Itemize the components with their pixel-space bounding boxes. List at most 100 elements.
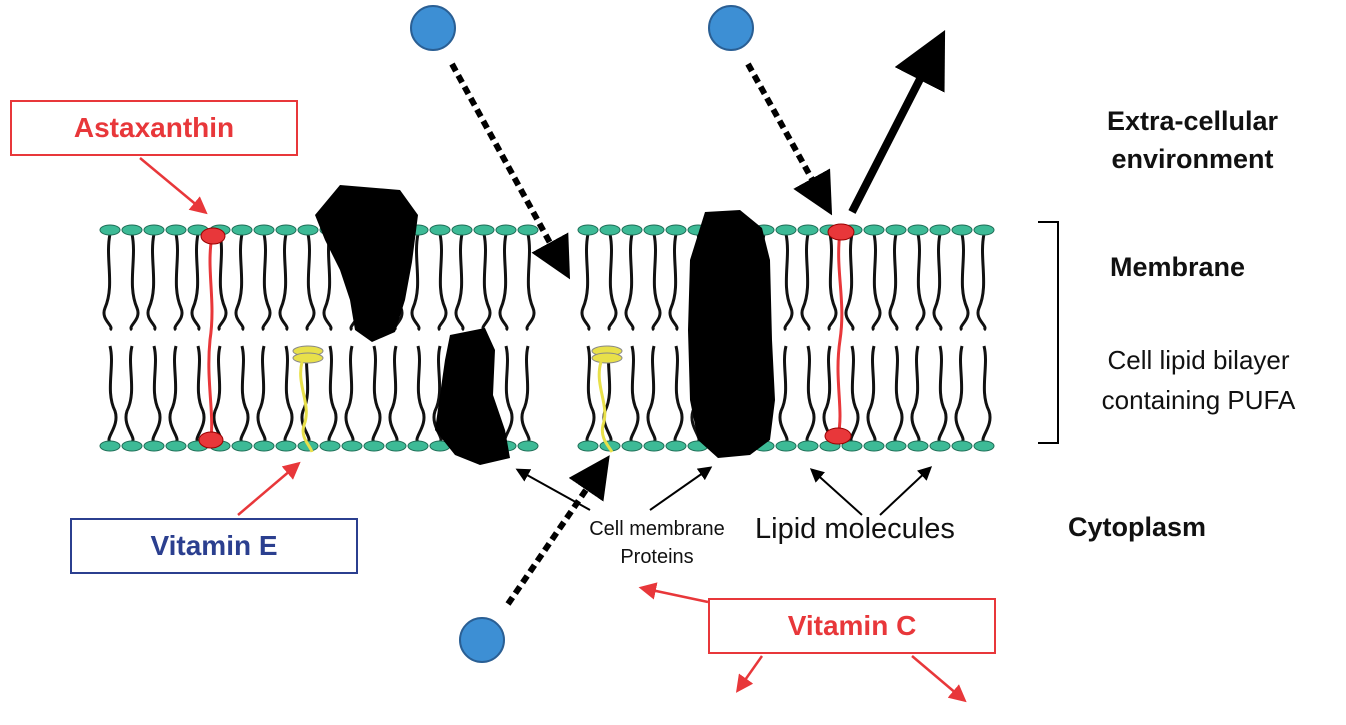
lipid-tail xyxy=(976,233,987,332)
lipid-tail xyxy=(915,233,926,332)
lipid-head xyxy=(99,440,121,452)
lipid-head xyxy=(517,440,539,452)
lipid-head xyxy=(121,440,143,452)
lipid-tail xyxy=(239,345,250,444)
lipid-head xyxy=(775,224,797,236)
lipid-tail xyxy=(278,233,289,332)
astaxanthin-label-box: Astaxanthin xyxy=(10,100,298,156)
pointer-astaxanthin xyxy=(139,157,208,215)
lipid-head xyxy=(165,224,187,236)
astaxanthin-molecule-right xyxy=(824,223,855,445)
lipid-tail xyxy=(888,233,899,332)
lipid-heads xyxy=(99,224,995,452)
lipid-head xyxy=(495,224,517,236)
lipid-tail xyxy=(673,345,684,444)
lipid-tail xyxy=(217,233,228,332)
lipid-tail xyxy=(783,233,794,332)
vitamin-e-label-box: Vitamin E xyxy=(70,518,358,574)
lipid-tail xyxy=(388,345,399,444)
lipid-tail xyxy=(173,233,184,332)
lipid-head xyxy=(143,440,165,452)
pointer-vitamin-c-br xyxy=(911,655,967,703)
lipid-tail xyxy=(668,233,679,332)
lipid-head xyxy=(885,440,907,452)
lipid-tail xyxy=(415,345,426,444)
lipid-head xyxy=(297,224,319,236)
lipid-tail xyxy=(651,233,662,332)
lipid-tail xyxy=(102,233,113,332)
lipid-head xyxy=(473,224,495,236)
pointer-lipid-1 xyxy=(809,468,863,516)
dashed-arrow-to-astaxanthin xyxy=(745,62,833,216)
lipid-head xyxy=(577,440,599,452)
lipid-head xyxy=(143,224,165,236)
lipid-head xyxy=(863,440,885,452)
lipid-tail xyxy=(520,345,531,444)
lipid-tail xyxy=(454,233,465,332)
membrane-bracket xyxy=(1038,221,1059,444)
lipid-tail xyxy=(371,345,382,444)
lipid-tail xyxy=(585,345,596,444)
lipid-tail xyxy=(124,345,135,444)
lipid-tail xyxy=(932,233,943,332)
lipid-head xyxy=(863,224,885,236)
lipid-tail xyxy=(195,345,206,444)
lipid-head xyxy=(363,440,385,452)
lipid-molecules-label: Lipid molecules xyxy=(755,513,955,545)
lipid-head xyxy=(451,224,473,236)
lipid-head xyxy=(319,440,341,452)
lipid-tail xyxy=(107,345,118,444)
cytoplasm-label: Cytoplasm xyxy=(1068,512,1207,542)
lipid-head xyxy=(907,440,929,452)
lipid-tail xyxy=(866,345,877,444)
molecule-dot-top-right xyxy=(708,5,754,51)
lipid-tail xyxy=(283,345,294,444)
membrane-protein-1 xyxy=(315,185,418,342)
lipid-head xyxy=(797,224,819,236)
lipid-tail xyxy=(503,345,514,444)
lipid-head xyxy=(599,224,621,236)
lipid-tail xyxy=(129,233,140,332)
lipid-head xyxy=(973,224,995,236)
lipid-tail xyxy=(300,345,311,444)
lipid-tail xyxy=(607,233,618,332)
lipid-tail xyxy=(981,345,992,444)
lipid-head xyxy=(253,440,275,452)
lipid-head xyxy=(577,224,599,236)
lipid-tail xyxy=(437,233,448,332)
lipid-head xyxy=(165,440,187,452)
lipid-tail xyxy=(959,233,970,332)
lipid-tail xyxy=(146,233,157,332)
lipid-head xyxy=(951,440,973,452)
lipid-head xyxy=(929,440,951,452)
vitamin-e-molecule-right xyxy=(591,345,623,453)
vitamin-c-label-box: Vitamin C xyxy=(708,598,996,654)
lipid-head xyxy=(621,224,643,236)
lipid-tail xyxy=(151,345,162,444)
lipid-tail xyxy=(322,233,333,332)
lipid-tail xyxy=(256,345,267,444)
astaxanthin-molecule-left xyxy=(198,227,226,449)
lipid-tail xyxy=(954,345,965,444)
vitamin-e-molecule-left xyxy=(292,345,324,453)
lipid-tail xyxy=(305,233,316,332)
membrane-protein-2 xyxy=(435,328,510,465)
bilayer-label: Cell lipid bilayer containing PUFA xyxy=(1101,345,1296,415)
lipid-tail xyxy=(344,345,355,444)
pointer-vitamin-e xyxy=(237,461,301,516)
lipid-tail xyxy=(822,345,833,444)
molecule-dot-top-left xyxy=(410,5,456,51)
lipid-head xyxy=(621,440,643,452)
lipid-head xyxy=(517,224,539,236)
lipid-head xyxy=(275,224,297,236)
lipid-head xyxy=(665,224,687,236)
molecule-dot-bottom xyxy=(459,617,505,663)
vitamin-e-label: Vitamin E xyxy=(150,530,278,561)
lipid-head xyxy=(385,440,407,452)
lipid-tails xyxy=(102,233,992,444)
lipid-head xyxy=(665,440,687,452)
lipid-tail xyxy=(849,345,860,444)
lipid-head xyxy=(907,224,929,236)
lipid-head xyxy=(231,224,253,236)
